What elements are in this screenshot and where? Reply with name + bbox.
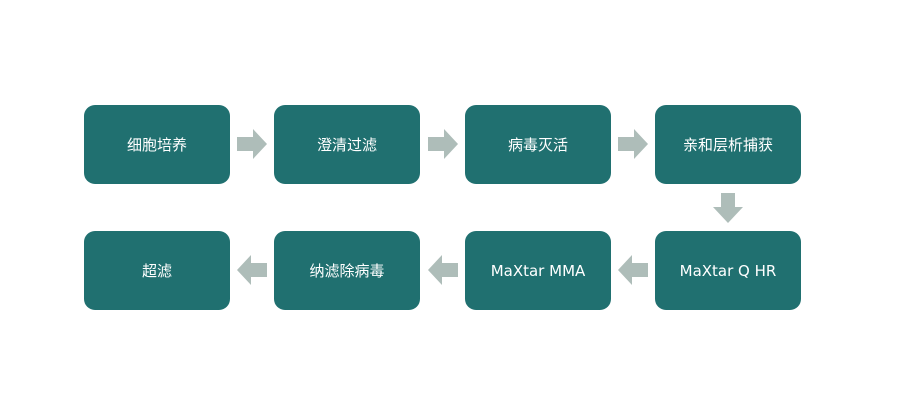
step-label: MaXtar Q HR — [679, 261, 777, 280]
arrow-down-icon — [713, 193, 743, 223]
step-maxtar-mma: MaXtar MMA — [465, 231, 611, 310]
step-virus-inactivation: 病毒灭活 — [465, 105, 611, 184]
step-ultrafiltration: 超滤 — [84, 231, 230, 310]
step-label: MaXtar MMA — [490, 261, 586, 280]
arrow-left-icon — [428, 255, 458, 285]
step-label: 病毒灭活 — [507, 136, 568, 154]
step-label: 细胞培养 — [126, 136, 187, 154]
step-affinity-capture: 亲和层析捕获 — [655, 105, 801, 184]
arrow-left-icon — [237, 255, 267, 285]
arrow-right-icon — [618, 129, 648, 159]
arrow-right-icon — [237, 129, 267, 159]
step-label: 亲和层析捕获 — [682, 136, 773, 154]
step-clarification-filtration: 澄清过滤 — [274, 105, 420, 184]
step-label: 纳滤除病毒 — [309, 262, 385, 280]
step-nanofiltration: 纳滤除病毒 — [274, 231, 420, 310]
step-label: 澄清过滤 — [316, 136, 377, 154]
step-cell-culture: 细胞培养 — [84, 105, 230, 184]
arrow-left-icon — [618, 255, 648, 285]
step-label: 超滤 — [141, 262, 172, 280]
step-maxtar-q-hr: MaXtar Q HR — [655, 231, 801, 310]
arrow-right-icon — [428, 129, 458, 159]
